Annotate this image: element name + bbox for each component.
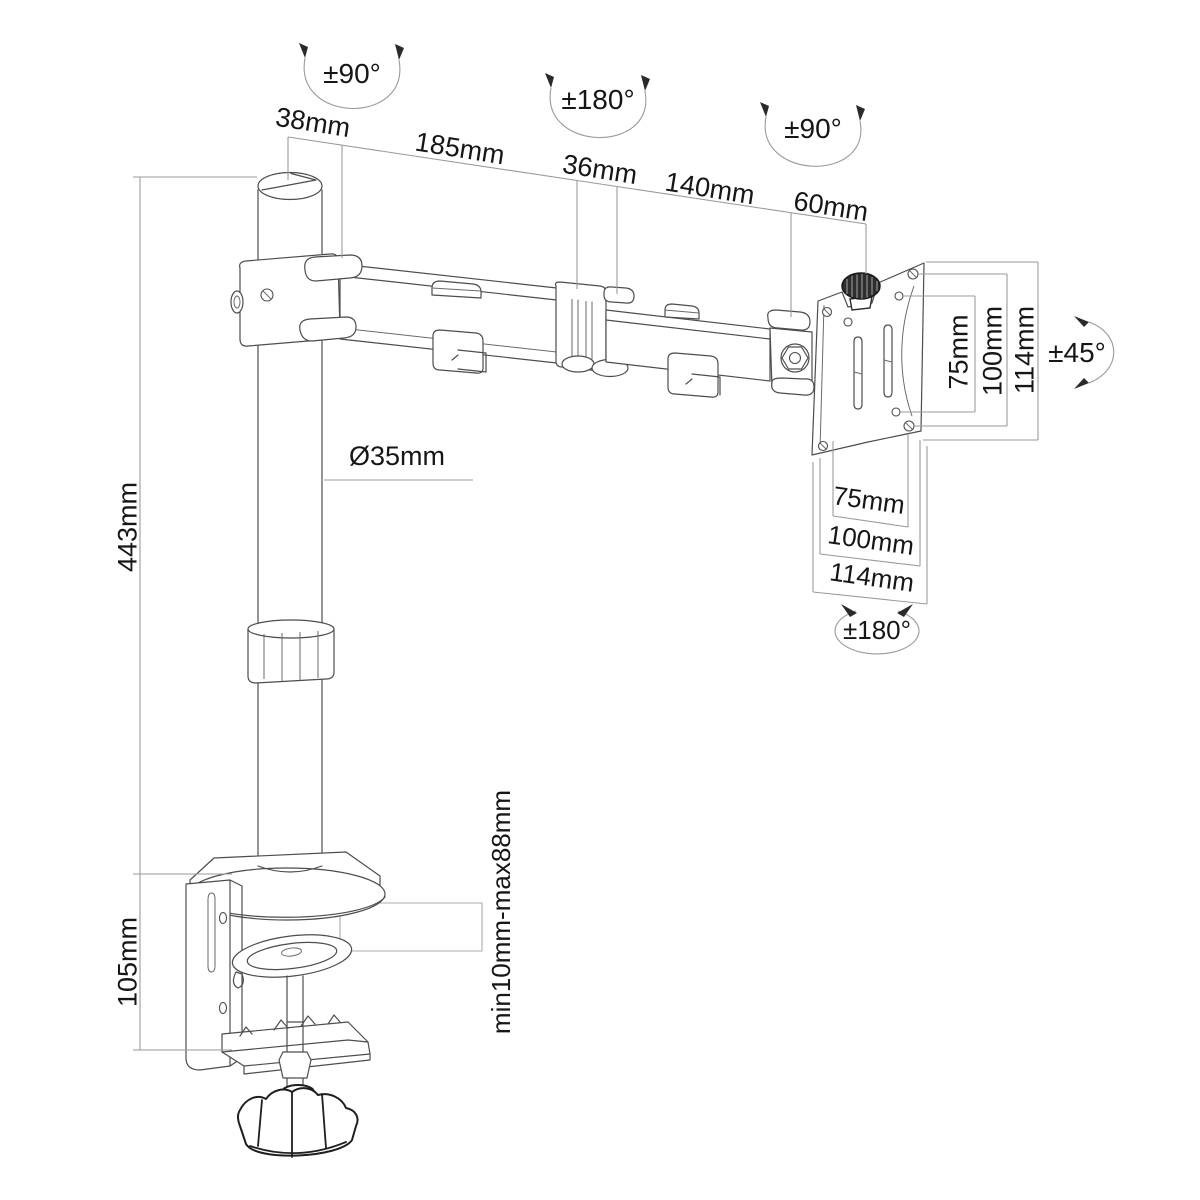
clamp-top-boss: [304, 254, 363, 282]
label-clamp-height: 105mm: [112, 917, 142, 1007]
tilt-arc: [1074, 316, 1115, 389]
label-tilt: ±45°: [1048, 337, 1106, 368]
side-bolt: [230, 290, 244, 314]
rotation-arc-head: [760, 102, 865, 167]
label-dim-140mm: 140mm: [663, 167, 757, 211]
cable-clip-hanging-1: [432, 329, 487, 374]
clamp-knob: [237, 1084, 359, 1158]
label-vesa-side-75mm: 75mm: [943, 314, 973, 389]
vesa-rotation-ellipse: [834, 604, 920, 655]
label-dim-38mm: 38mm: [274, 102, 353, 143]
label-rot-head: ±90°: [784, 113, 842, 144]
rotation-arc-elbow: [545, 73, 650, 139]
label-desk-range: min10mm-max88mm: [486, 790, 516, 1034]
arm-outer-segment: [605, 309, 771, 382]
label-rot-vesa: ±180°: [843, 615, 911, 645]
vesa-bottom-dimensions: [812, 434, 928, 605]
label-vesa-bottom-100mm: 100mm: [826, 519, 916, 561]
vesa-thumbscrew: [841, 272, 881, 311]
pole-collar: [247, 619, 335, 684]
desk-clamp: [185, 851, 483, 1158]
label-rot-pole: ±90°: [323, 58, 381, 89]
desk-thickness-box: [339, 902, 483, 952]
label-pole-height: 443mm: [112, 482, 142, 572]
cable-clip-hanging-2: [667, 352, 721, 398]
label-vesa-side-100mm: 100mm: [977, 306, 1007, 396]
label-rot-elbow: ±180°: [561, 84, 634, 115]
height-dimension-line: [133, 176, 257, 1051]
clamp-pad: [231, 934, 353, 978]
label-vesa-bottom-114mm: 114mm: [828, 556, 916, 598]
rotation-arc-pole: [299, 43, 404, 110]
top-dimension-line: [287, 136, 867, 317]
vesa-plate: [811, 262, 925, 456]
label-pole-diameter: Ø35mm: [349, 441, 445, 471]
vesa-side-dimensions: [899, 261, 1039, 441]
clamp-bottom-boss: [299, 316, 357, 342]
label-vesa-side-114mm: 114mm: [1009, 306, 1039, 394]
label-vesa-bottom-75mm: 75mm: [831, 480, 907, 520]
label-dim-36mm: 36mm: [561, 149, 640, 190]
tilt-joint: [767, 309, 815, 396]
label-dim-60mm: 60mm: [792, 186, 871, 227]
label-dim-185mm: 185mm: [413, 127, 507, 171]
telescope-clamp: [554, 281, 635, 378]
